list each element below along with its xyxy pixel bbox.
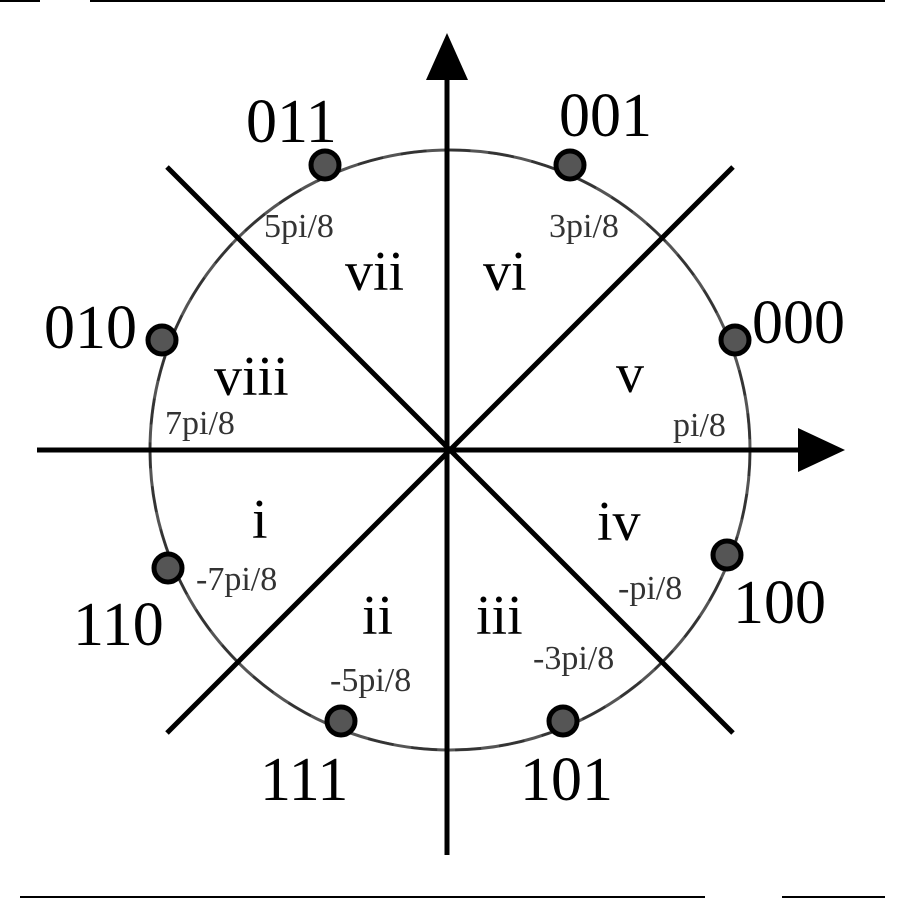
angle-label: 5pi/8 <box>264 208 334 245</box>
angle-label: 7pi/8 <box>165 405 235 442</box>
sector-label: ii <box>362 585 393 647</box>
x-axis-arrow-icon <box>798 428 845 472</box>
angle-label: pi/8 <box>673 407 726 444</box>
y-axis-arrow-icon <box>426 33 468 80</box>
constellation-point-111 <box>324 704 358 738</box>
constellation-point-011 <box>308 148 342 182</box>
point-code-label: 010 <box>44 294 137 362</box>
angle-label: -pi/8 <box>618 570 682 607</box>
point-code-label: 100 <box>733 569 826 637</box>
constellation-point-110 <box>151 551 185 585</box>
constellation-point-000 <box>718 323 752 357</box>
sector-label: iv <box>597 491 641 553</box>
angle-label: 3pi/8 <box>549 208 619 245</box>
constellation-point-100 <box>710 538 744 572</box>
constellation-point-101 <box>546 704 580 738</box>
point-code-label: 101 <box>520 746 613 814</box>
sector-label: v <box>616 343 644 405</box>
angle-label: -3pi/8 <box>533 640 614 677</box>
sector-label: iii <box>476 585 523 647</box>
point-code-label: 001 <box>559 82 652 150</box>
point-code-label: 110 <box>73 591 164 659</box>
point-code-label: 011 <box>246 88 337 156</box>
sector-label: vi <box>483 241 527 303</box>
point-code-label: 000 <box>752 289 845 357</box>
angle-label: -7pi/8 <box>196 561 277 598</box>
sector-label: i <box>252 489 268 551</box>
angle-label: -5pi/8 <box>330 662 411 699</box>
constellation-point-010 <box>145 323 179 357</box>
point-code-label: 111 <box>260 746 348 814</box>
constellation-point-001 <box>553 148 587 182</box>
sector-label: viii <box>214 346 289 408</box>
sector-label: vii <box>345 241 404 303</box>
